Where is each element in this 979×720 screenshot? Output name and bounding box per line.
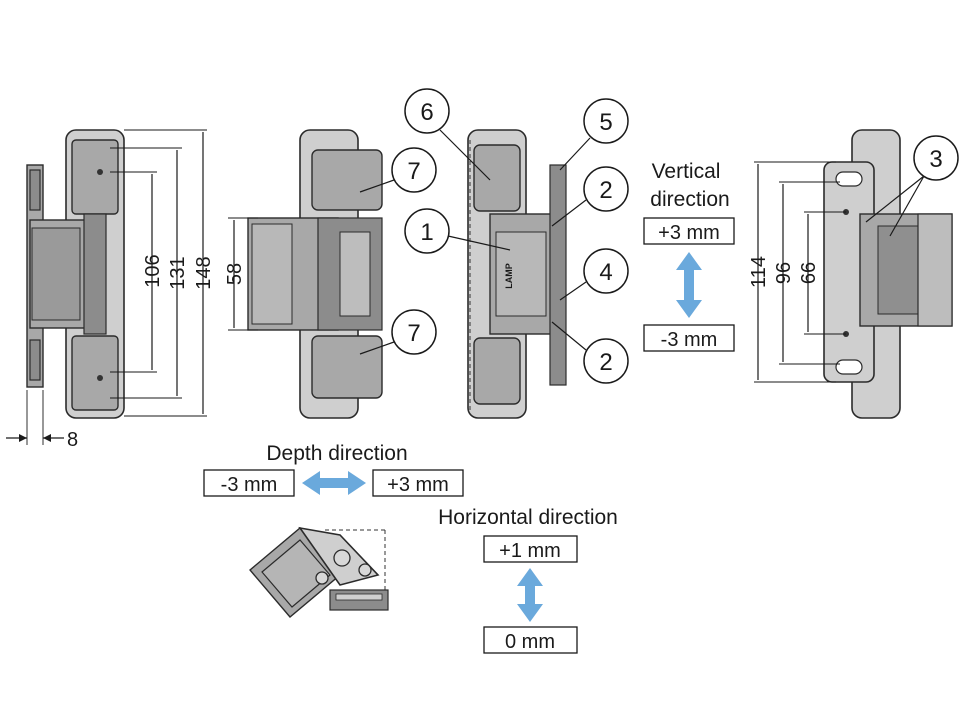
logo-text: LAMP <box>504 263 514 289</box>
callout-7a-circle <box>391 147 437 193</box>
vertical-double-arrow <box>676 252 702 318</box>
horizontal-double-arrow <box>517 568 543 622</box>
callout-4-circle <box>583 248 629 294</box>
callout-6-circle <box>404 88 450 134</box>
depth-plus-box <box>372 469 464 497</box>
hinge-front-view: 58 <box>224 129 383 419</box>
depth-minus-box <box>203 469 295 497</box>
callout-5-label: 5 <box>599 109 612 136</box>
dim-66-label: 66 <box>798 262 820 284</box>
horizontal-plus-label: +1 mm <box>499 540 561 562</box>
dim-96-label: 96 <box>773 262 795 284</box>
callout-2a-circle <box>583 166 629 212</box>
callouts: 6 5 7 1 2 4 7 2 3 <box>359 88 959 384</box>
depth-double-arrow <box>302 471 366 495</box>
dim-114-label: 114 <box>748 256 770 288</box>
vertical-title-line1: Vertical <box>652 160 721 183</box>
callout-2b-circle <box>583 338 629 384</box>
callout-7b-circle <box>391 309 437 355</box>
vertical-minus-box <box>643 324 735 352</box>
callout-7a-label: 7 <box>407 158 420 185</box>
hinge-side-view: 106 131 148 8 <box>6 129 215 451</box>
callout-7b-label: 7 <box>407 320 420 347</box>
dim-148-label: 148 <box>193 256 215 289</box>
horizontal-plus-box <box>483 535 578 563</box>
vertical-title-line2: direction <box>650 188 729 211</box>
depth-plus-label: +3 mm <box>387 474 449 496</box>
depth-adjustment: Depth direction -3 mm +3 mm <box>203 442 464 497</box>
horizontal-zero-box <box>483 626 578 654</box>
dim-58-label: 58 <box>224 263 246 285</box>
vertical-minus-label: -3 mm <box>661 329 718 351</box>
horizontal-title: Horizontal direction <box>438 506 618 529</box>
callout-6-label: 6 <box>420 99 433 126</box>
depth-minus-label: -3 mm <box>221 474 278 496</box>
depth-title: Depth direction <box>266 442 407 465</box>
callout-3-circle <box>913 135 959 181</box>
callout-2b-label: 2 <box>599 349 612 376</box>
vertical-plus-label: +3 mm <box>658 222 720 244</box>
vertical-adjustment: Vertical direction +3 mm -3 mm <box>643 160 735 352</box>
hinge-right-view: 114 96 66 <box>748 129 953 419</box>
open-hinge-view <box>249 526 389 618</box>
callout-2a-label: 2 <box>599 177 612 204</box>
callout-1-label: 1 <box>420 219 433 246</box>
callout-4-label: 4 <box>599 259 612 286</box>
dim-131-label: 131 <box>167 256 189 289</box>
horizontal-adjustment: Horizontal direction +1 mm 0 mm <box>438 506 618 654</box>
callout-1-circle <box>404 208 450 254</box>
dim-106-label: 106 <box>142 254 164 287</box>
hinge-rear-view: LAMP <box>467 129 567 419</box>
dim-8-label: 8 <box>67 429 78 451</box>
callout-5-circle <box>583 98 629 144</box>
callout-3-label: 3 <box>929 146 942 173</box>
horizontal-zero-label: 0 mm <box>505 631 555 653</box>
vertical-plus-box <box>643 217 735 245</box>
